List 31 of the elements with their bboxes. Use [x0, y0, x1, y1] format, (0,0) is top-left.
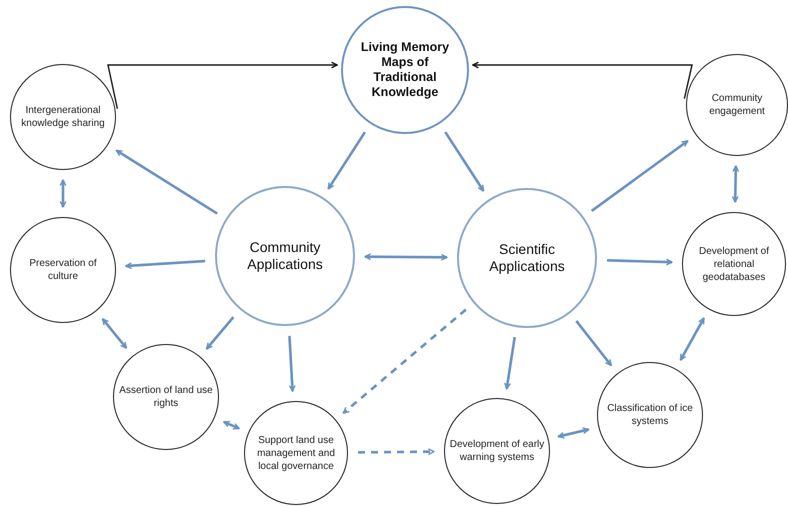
arrow — [364, 253, 448, 261]
dashed-arrow — [342, 308, 467, 414]
node-label: Classification of ice systems — [606, 402, 694, 428]
arrow — [732, 165, 740, 203]
node-label: Living Memory Maps of Traditional Knowledge — [360, 40, 450, 100]
dashed-arrow — [358, 448, 435, 456]
arrow — [102, 318, 128, 349]
node-label: Development of relational geodatabases — [698, 244, 770, 284]
node-label: Intergenerational knowledge sharing — [20, 104, 106, 130]
arrow — [558, 427, 590, 439]
arrow — [444, 131, 485, 192]
arrow — [679, 317, 705, 361]
arrow — [116, 149, 218, 215]
arrow — [504, 336, 516, 390]
arrow — [107, 62, 338, 109]
arrow — [125, 260, 206, 270]
arrow — [223, 420, 240, 430]
arrow — [288, 336, 296, 392]
arrow — [575, 320, 612, 366]
arrow — [472, 62, 693, 99]
arrow — [206, 316, 234, 350]
arrow — [60, 179, 66, 208]
node-label: Community Applications — [246, 239, 324, 273]
node-label: Support land use management and local governance — [256, 434, 336, 472]
node-label: Scientific Applications — [488, 241, 566, 275]
arrow — [590, 140, 688, 212]
node-label: Assertion of land use rights — [118, 384, 214, 410]
node-label: Preservation of culture — [28, 257, 98, 283]
arrow — [606, 258, 673, 266]
node-label: Development of early warning systems — [449, 438, 545, 464]
node-label: Community engagement — [708, 92, 766, 118]
